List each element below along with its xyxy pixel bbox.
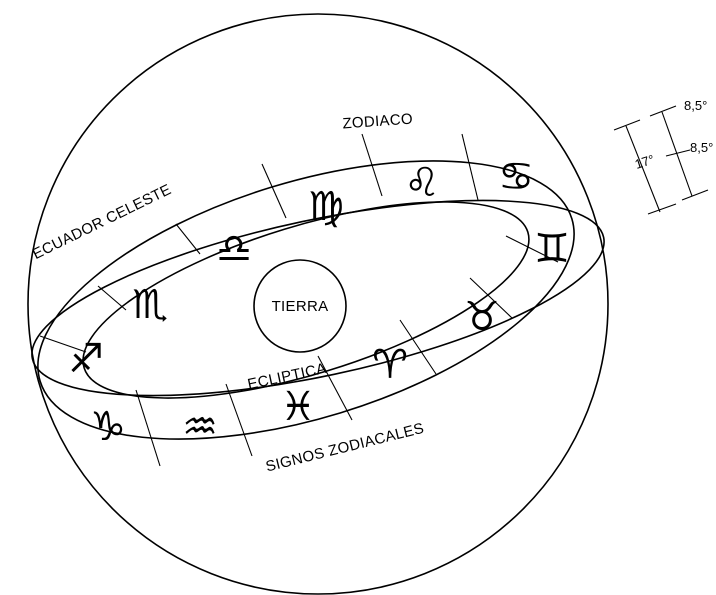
- indicator-tick-lower: [681, 189, 709, 201]
- zodiac-band-inner: [82, 201, 530, 399]
- sagitario-glyph: ♐: [68, 336, 104, 382]
- sector-divider: [361, 133, 383, 197]
- zodiac-band-outer: [37, 160, 575, 440]
- lower-half-angle-label: 8,5°: [690, 140, 713, 155]
- libra-glyph: ♎: [216, 226, 252, 272]
- sector-divider: [225, 383, 253, 457]
- zodiac-glyphs: ♑ ♒ ♓ ♈ ♉ ♊ ♋ ♌ ♍ ♎ ♏ ♐: [68, 154, 570, 450]
- acuario-glyph: ♒: [182, 404, 218, 450]
- sector-divider: [461, 133, 479, 201]
- indicator-main-line: [625, 125, 661, 213]
- celestial-equator-ellipse: [31, 199, 605, 397]
- sector-divider: [399, 319, 437, 375]
- earth-circle: [253, 259, 347, 353]
- piscis-glyph: ♓: [280, 384, 316, 430]
- capricornio-glyph: ♑: [90, 404, 126, 450]
- escorpio-glyph: ♏: [132, 282, 168, 328]
- indicator-tick-mid: [665, 149, 691, 157]
- virgo-glyph: ♍: [308, 184, 344, 230]
- total-angle-label: 17°: [633, 152, 656, 172]
- indicator-tick-upper: [649, 105, 677, 117]
- leo-glyph: ♌: [404, 160, 440, 206]
- tauro-glyph: ♉: [464, 294, 500, 340]
- ecuador-celeste-label: ECUADOR CELESTE: [30, 181, 174, 263]
- sector-divider: [135, 389, 161, 467]
- sector-divider: [317, 355, 353, 421]
- sector-divider: [175, 223, 201, 255]
- aries-glyph: ♈: [372, 342, 408, 388]
- indicator-half-line: [661, 111, 693, 197]
- band-width-indicator: 17° 8,5° 8,5°: [613, 98, 713, 215]
- indicator-tick-bottom: [647, 203, 677, 215]
- sector-divider: [97, 285, 127, 311]
- sector-divider: [39, 335, 87, 353]
- zodiac-sector-dividers: [39, 133, 559, 467]
- sector-divider: [261, 163, 287, 219]
- upper-half-angle-label: 8,5°: [684, 98, 707, 113]
- cancer-glyph: ♋: [498, 154, 534, 200]
- sector-divider: [505, 235, 559, 263]
- geminis-glyph: ♊: [534, 226, 570, 272]
- celestial-sphere: [27, 13, 609, 595]
- indicator-tick-top: [613, 119, 641, 131]
- sector-divider: [469, 277, 513, 319]
- zodiaco-label: ZODIACO: [342, 111, 413, 133]
- tierra-label: TIERRA: [272, 298, 329, 315]
